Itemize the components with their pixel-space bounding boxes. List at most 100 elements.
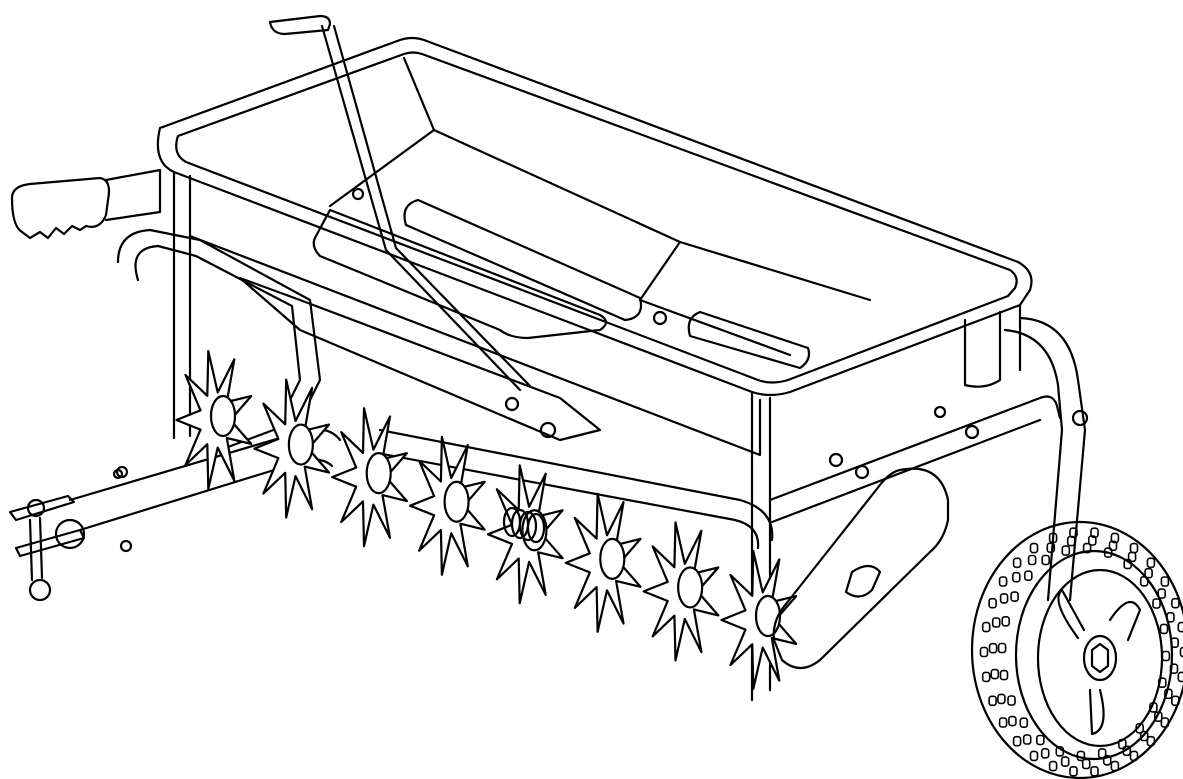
tread-block: [1110, 532, 1120, 544]
spike-wheel-hub-6: [599, 537, 626, 580]
control-lever: [268, 14, 608, 392]
tread-block: [981, 621, 991, 633]
tread-block: [1029, 750, 1039, 762]
tread-block: [998, 717, 1008, 728]
frame-tube-right-b: [770, 418, 1042, 524]
tread-block: [988, 642, 998, 654]
tread-block: [1160, 576, 1170, 587]
tread-block: [1108, 540, 1118, 552]
tread-block: [990, 668, 1000, 680]
tread-block: [1001, 615, 1011, 627]
tread-block: [1024, 570, 1033, 582]
tread-block: [999, 593, 1009, 604]
tread-block: [1166, 611, 1175, 623]
tread-block: [1123, 558, 1132, 570]
tire-inner: [1014, 549, 1174, 761]
frame-tube-long-b: [370, 450, 760, 550]
tread-block: [1159, 623, 1169, 635]
frame-tube-front-b: [134, 244, 302, 410]
lever-rod-lower: [384, 246, 532, 392]
wheel-rim: [1036, 568, 1164, 748]
tread-block: [1046, 542, 1056, 554]
frame-tube-right-a: [768, 395, 1062, 502]
tread-block: [1102, 754, 1112, 766]
tread-block: [1103, 547, 1113, 558]
tread-block: [1022, 734, 1032, 745]
tread-block: [1171, 695, 1180, 707]
tread-block: [999, 669, 1009, 681]
tread-block: [988, 695, 997, 707]
tread-block: [1060, 756, 1070, 767]
tread-block: [1164, 688, 1173, 700]
tread-block: [1135, 722, 1144, 734]
tread-block: [1157, 588, 1166, 599]
frame-tube-front-a: [116, 228, 322, 452]
tread-block: [1048, 760, 1058, 772]
tire-outer: [970, 520, 1183, 779]
tread-block: [1036, 734, 1045, 746]
tread-block: [1041, 554, 1050, 566]
tread-block: [991, 617, 1001, 628]
hopper-body-lower: [188, 234, 762, 457]
tread-block: [1007, 695, 1016, 706]
tread-block: [1097, 748, 1107, 759]
spike-wheel-hub-7: [677, 566, 704, 609]
tow-tube-end: [54, 518, 86, 550]
hitch-clip: [28, 578, 52, 602]
tread-block: [1169, 663, 1179, 675]
gate-plate: [312, 208, 608, 340]
tread-block: [1076, 750, 1086, 762]
tread-block: [1129, 750, 1139, 762]
tread-block: [988, 597, 997, 609]
lever-handle: [268, 14, 332, 36]
tread-block: [1179, 646, 1183, 658]
tread-block: [981, 671, 991, 683]
tread-block: [1090, 765, 1099, 777]
tread-block: [1154, 711, 1163, 723]
handle-grip: [10, 176, 111, 240]
agitator-roller: [403, 198, 643, 322]
wheel-arm-a: [1018, 316, 1087, 602]
tread-block: [1019, 717, 1029, 729]
tread-block: [1171, 597, 1180, 609]
tread-block: [1012, 557, 1022, 569]
axle-spring: [502, 506, 546, 544]
tread-block: [1139, 575, 1149, 587]
wheel-spoke-1: [1108, 600, 1142, 642]
hopper-rim-inner: [175, 51, 1018, 384]
tread-block: [1055, 746, 1065, 757]
spike-wheel-hub-2: [287, 423, 314, 466]
frame: [116, 228, 1087, 602]
hopper: [156, 36, 1033, 702]
tread-block: [1090, 527, 1099, 539]
tread-block: [1081, 758, 1091, 770]
tread-block: [1161, 650, 1171, 662]
tread-block: [1061, 545, 1071, 556]
tread-block: [998, 576, 1008, 587]
tread-block: [1066, 535, 1076, 547]
spike-wheel-hub-1: [209, 394, 237, 438]
tread-block: [1139, 730, 1149, 742]
tread-block: [1158, 677, 1167, 689]
tread-block: [997, 642, 1007, 654]
tread-block: [1012, 735, 1022, 747]
tread-block: [1170, 637, 1179, 649]
lever-rod: [320, 24, 398, 252]
tread-block: [1027, 554, 1037, 566]
tread-block: [1146, 735, 1156, 747]
gear-cover: [772, 464, 950, 670]
tread-block: [1144, 567, 1153, 579]
tow-bolt-2: [119, 539, 133, 553]
tread-block: [1011, 571, 1021, 583]
tread-block: [1127, 551, 1137, 563]
tread-block: [1122, 745, 1132, 757]
tread-block: [997, 693, 1006, 705]
tread-block: [1069, 765, 1078, 777]
wheel-arm-b: [1003, 328, 1064, 602]
tire: [970, 520, 1183, 779]
tread-block: [1082, 542, 1092, 554]
tread-block: [1010, 591, 1019, 602]
gear-cover-outline: [772, 467, 950, 670]
tread-block: [1029, 542, 1039, 554]
